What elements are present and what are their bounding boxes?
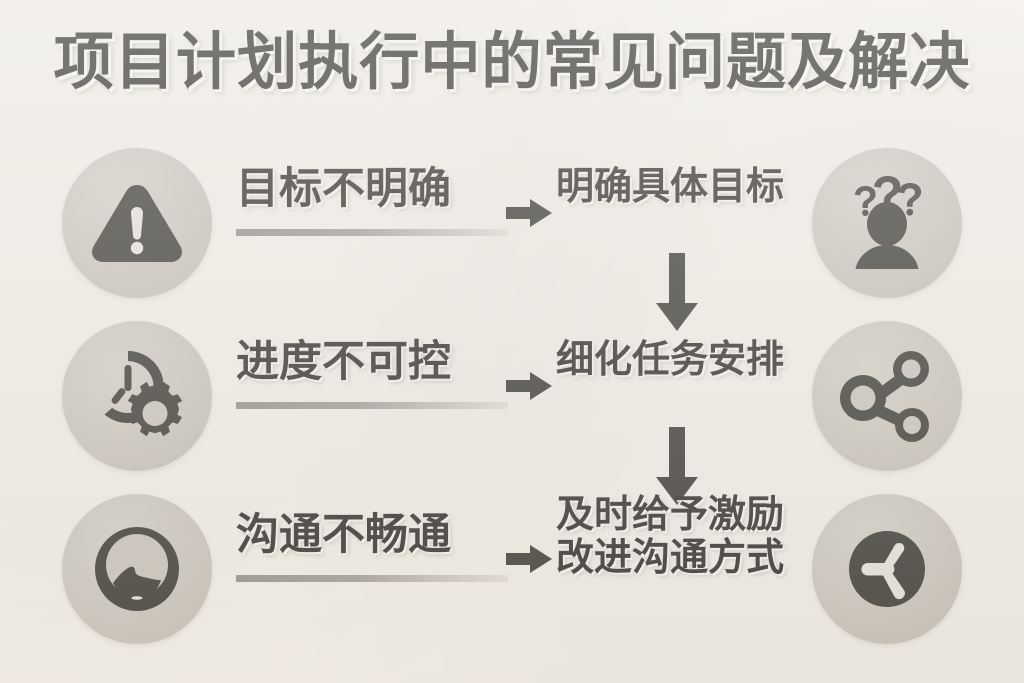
divider: [236, 402, 508, 409]
arrow-right-icon: [506, 369, 552, 403]
person-question-marks-icon: [812, 148, 962, 298]
clock-gear-icon: [62, 321, 212, 471]
problem-label: 进度不可控: [236, 338, 451, 386]
arrow-down-icon: [655, 253, 699, 331]
page-title: 项目计划执行中的常见问题及解决: [53, 28, 971, 97]
solution-label: 明确具体目标: [556, 166, 785, 208]
problem-label: 沟通不畅通: [236, 511, 451, 559]
solution-label: 细化任务安排: [556, 339, 785, 381]
arrow-down-icon: [655, 427, 699, 505]
solution-block: 明确具体目标: [556, 166, 826, 209]
share-network-icon: [812, 321, 962, 471]
problem-block: 目标不明确: [236, 168, 514, 236]
problem-label: 目标不明确: [236, 165, 451, 213]
solution-label-secondary: 改进沟通方式: [556, 536, 785, 579]
divider: [236, 575, 508, 582]
arrow-right-icon: [506, 542, 552, 576]
solution-block: 及时给予激励 改进沟通方式: [556, 494, 826, 579]
problem-block: 进度不可控: [236, 341, 514, 409]
row-communication-blocked: 沟通不畅通 及时给予激励 改进沟通方式: [0, 486, 1024, 656]
problem-block: 沟通不畅通: [236, 514, 514, 582]
speech-bubble-ring-icon: [62, 494, 212, 644]
divider: [236, 229, 508, 236]
warning-triangle-icon: [62, 148, 212, 298]
row-goal-unclear: 目标不明确 明确具体目标: [0, 140, 1024, 310]
arrow-right-icon: [506, 196, 552, 230]
solution-label: 及时给予激励: [556, 494, 785, 536]
row-progress-uncontrollable: 进度不可控 细化任务安排: [0, 313, 1024, 483]
clock-filled-icon: [812, 494, 962, 644]
solution-block: 细化任务安排: [556, 339, 826, 382]
